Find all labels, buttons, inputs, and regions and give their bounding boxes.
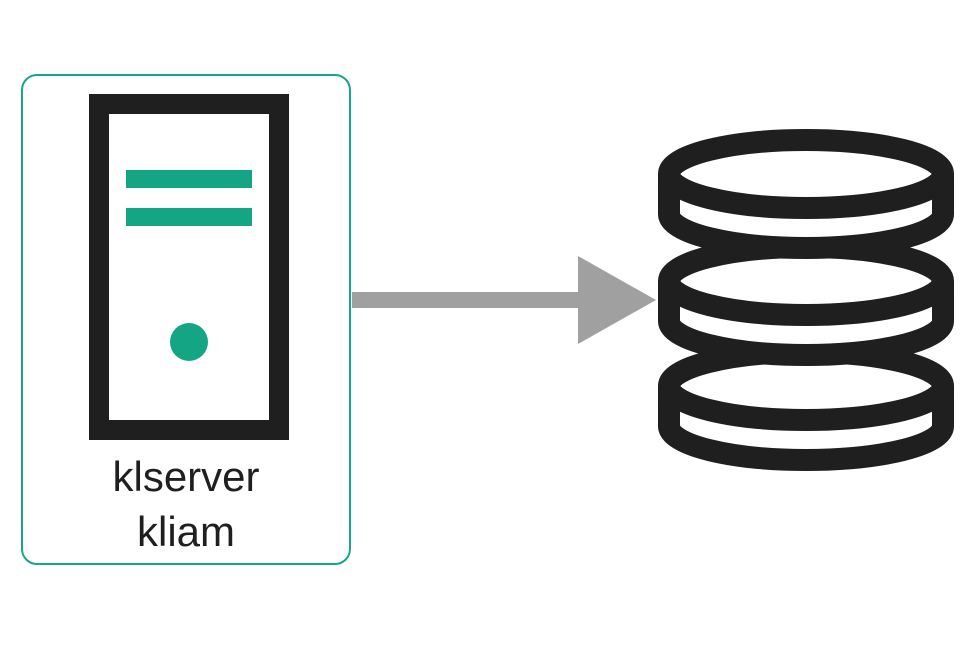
account-name-label: kliam: [136, 508, 235, 555]
arrow-right-icon: [352, 256, 656, 344]
server-drive-bay-2: [126, 208, 252, 226]
server-power-led: [170, 323, 208, 361]
database-icon: [658, 129, 954, 471]
server-drive-bay-1: [126, 170, 252, 188]
server-tower-icon: [89, 94, 289, 440]
process-name-label: klserver: [112, 453, 260, 500]
server-card: klserver kliam: [21, 74, 351, 565]
